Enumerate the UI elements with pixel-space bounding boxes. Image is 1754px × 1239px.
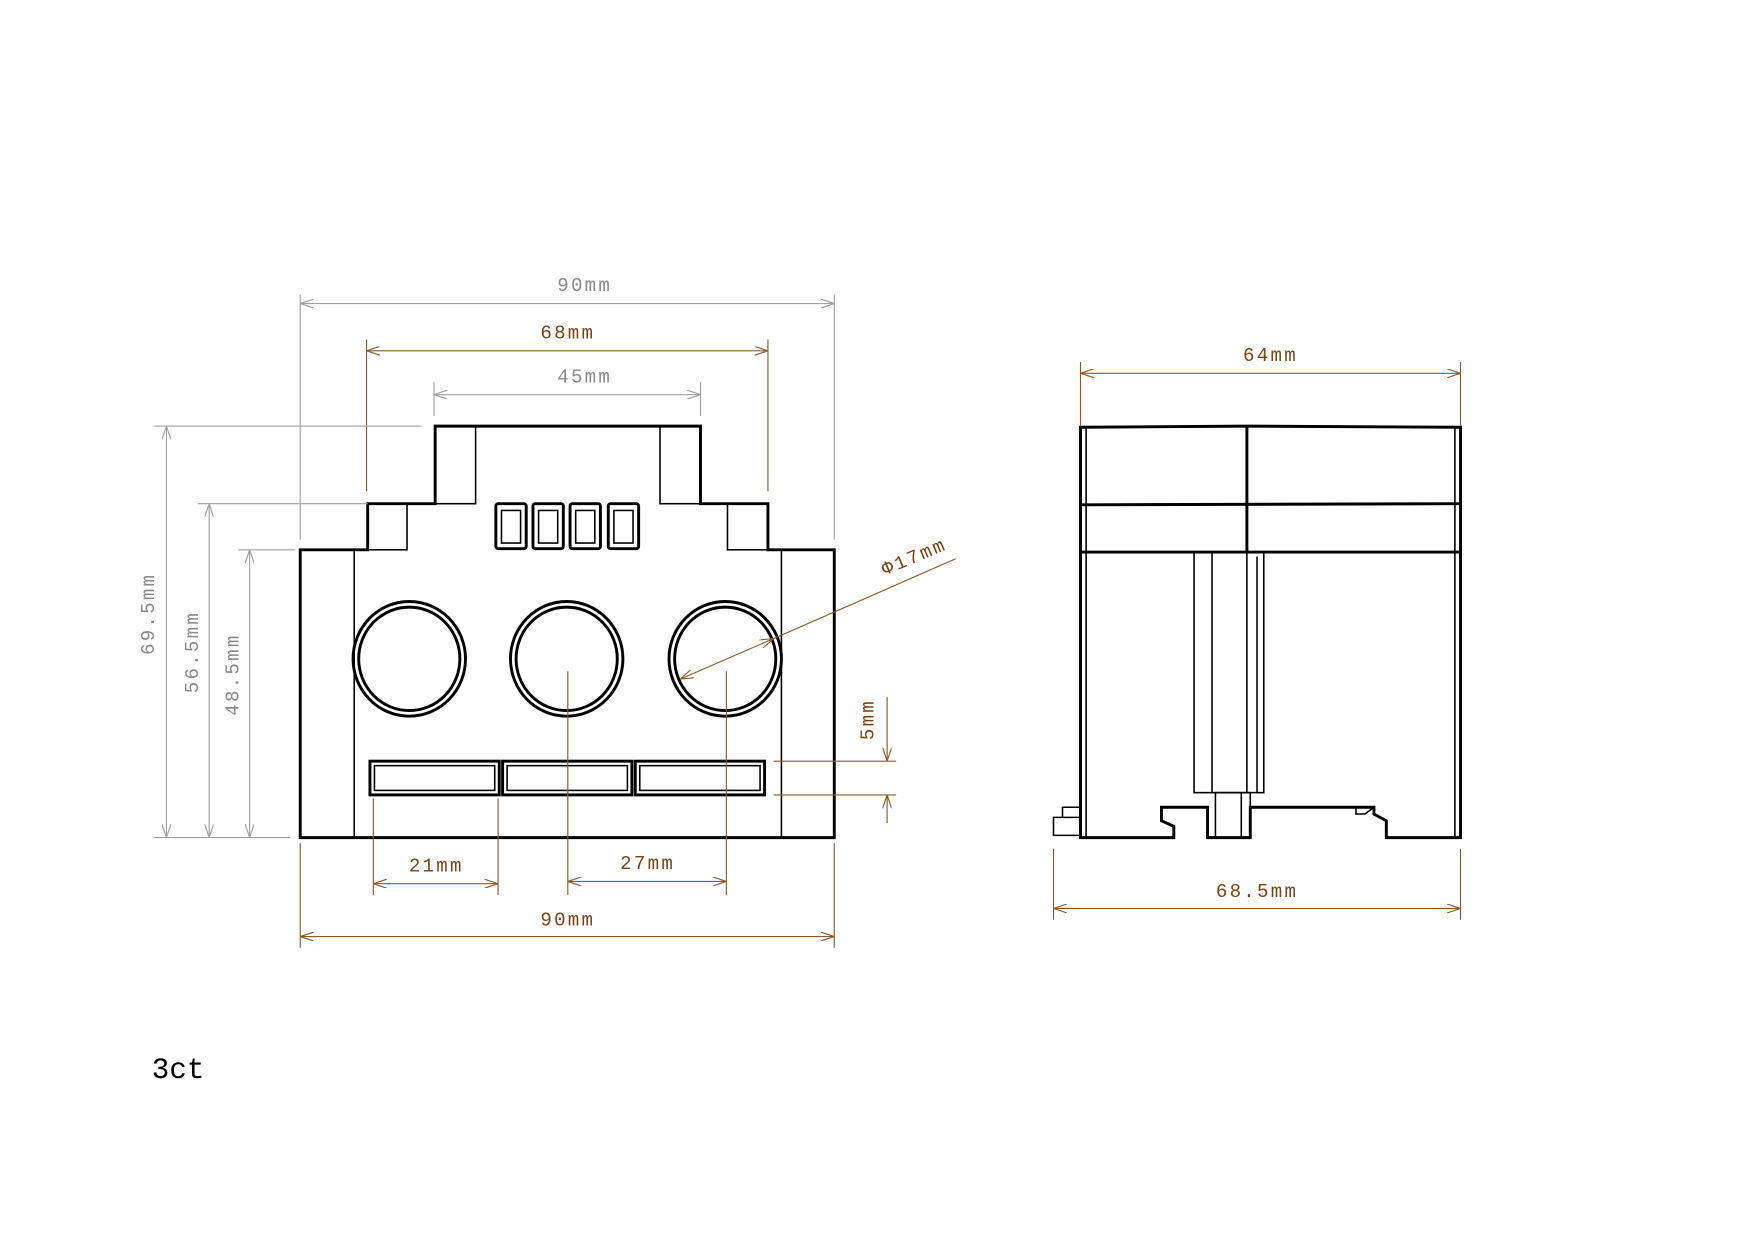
dim-label: 68.5mm [1216, 881, 1298, 903]
side-view: 64mm 68.5mm [1052, 345, 1462, 920]
ct-hole-3-inner [673, 605, 778, 713]
slot-3 [633, 759, 767, 797]
dim-label: 48.5mm [222, 633, 244, 715]
dim-27mm: 27mm [567, 671, 727, 895]
dim-label: 68mm [540, 322, 595, 344]
side-band-line-1 [1080, 502, 1461, 507]
dim-90mm-bottom: 90mm [299, 843, 835, 948]
ct-hole-1-inner [357, 605, 462, 713]
ct-hole-2 [509, 600, 625, 718]
dim-label: 90mm [540, 909, 595, 931]
ct-hole-1 [351, 600, 467, 718]
din-stem [1214, 791, 1252, 839]
din-clip-left [1052, 806, 1081, 837]
dim-68mm: 68mm [365, 322, 769, 492]
dim-label: 21mm [409, 855, 464, 877]
dim-label: 45mm [557, 366, 612, 388]
dim-label: 90mm [557, 275, 612, 297]
dim-label: 64mm [1243, 345, 1298, 367]
dim-21mm: 21mm [372, 798, 499, 895]
dim-label: 56.5mm [182, 611, 204, 693]
ct-hole-3 [667, 600, 783, 718]
dim-label: 69.5mm [138, 573, 160, 655]
right-top-block [659, 425, 702, 505]
dim-label: Φ17mm [879, 534, 951, 581]
terminal-4 [606, 502, 641, 551]
front-view: 90mm 68mm 45mm 69.5mm 56.5mm [138, 275, 956, 948]
dim-label: 27mm [620, 853, 675, 875]
terminal-group [494, 502, 641, 551]
ct-hole-2-inner [514, 605, 619, 713]
dim-5mm: 5mm [773, 697, 897, 824]
left-top-block [434, 425, 477, 505]
slot-1 [368, 759, 501, 797]
terminal-1 [494, 502, 528, 551]
terminal-2-inner [537, 509, 559, 544]
dim-56-5mm: 56.5mm [182, 503, 368, 838]
terminal-3-inner [574, 509, 596, 544]
dim-69-5mm: 69.5mm [138, 425, 422, 839]
dim-68-5mm: 68.5mm [1052, 848, 1462, 920]
dim-45mm: 45mm [433, 366, 702, 416]
dim-48-5mm: 48.5mm [222, 549, 295, 838]
drawing-title: 3ct [152, 1054, 205, 1087]
left-shoulder-block [366, 502, 408, 551]
terminal-4-inner [613, 509, 634, 544]
terminal-1-inner [500, 509, 522, 544]
slot-1-inner [373, 764, 496, 792]
terminal-3 [568, 502, 602, 551]
side-center-block [1193, 551, 1265, 794]
dim-90mm-top: 90mm [299, 275, 835, 540]
slot-3-inner [638, 764, 761, 792]
terminal-2 [531, 502, 565, 551]
din-notch-right [1355, 806, 1375, 815]
ct-holes [351, 600, 783, 718]
right-shoulder-block [726, 502, 769, 551]
dim-64mm: 64mm [1079, 345, 1462, 427]
dim-label: 5mm [858, 699, 880, 740]
side-outline [1079, 424, 1462, 840]
